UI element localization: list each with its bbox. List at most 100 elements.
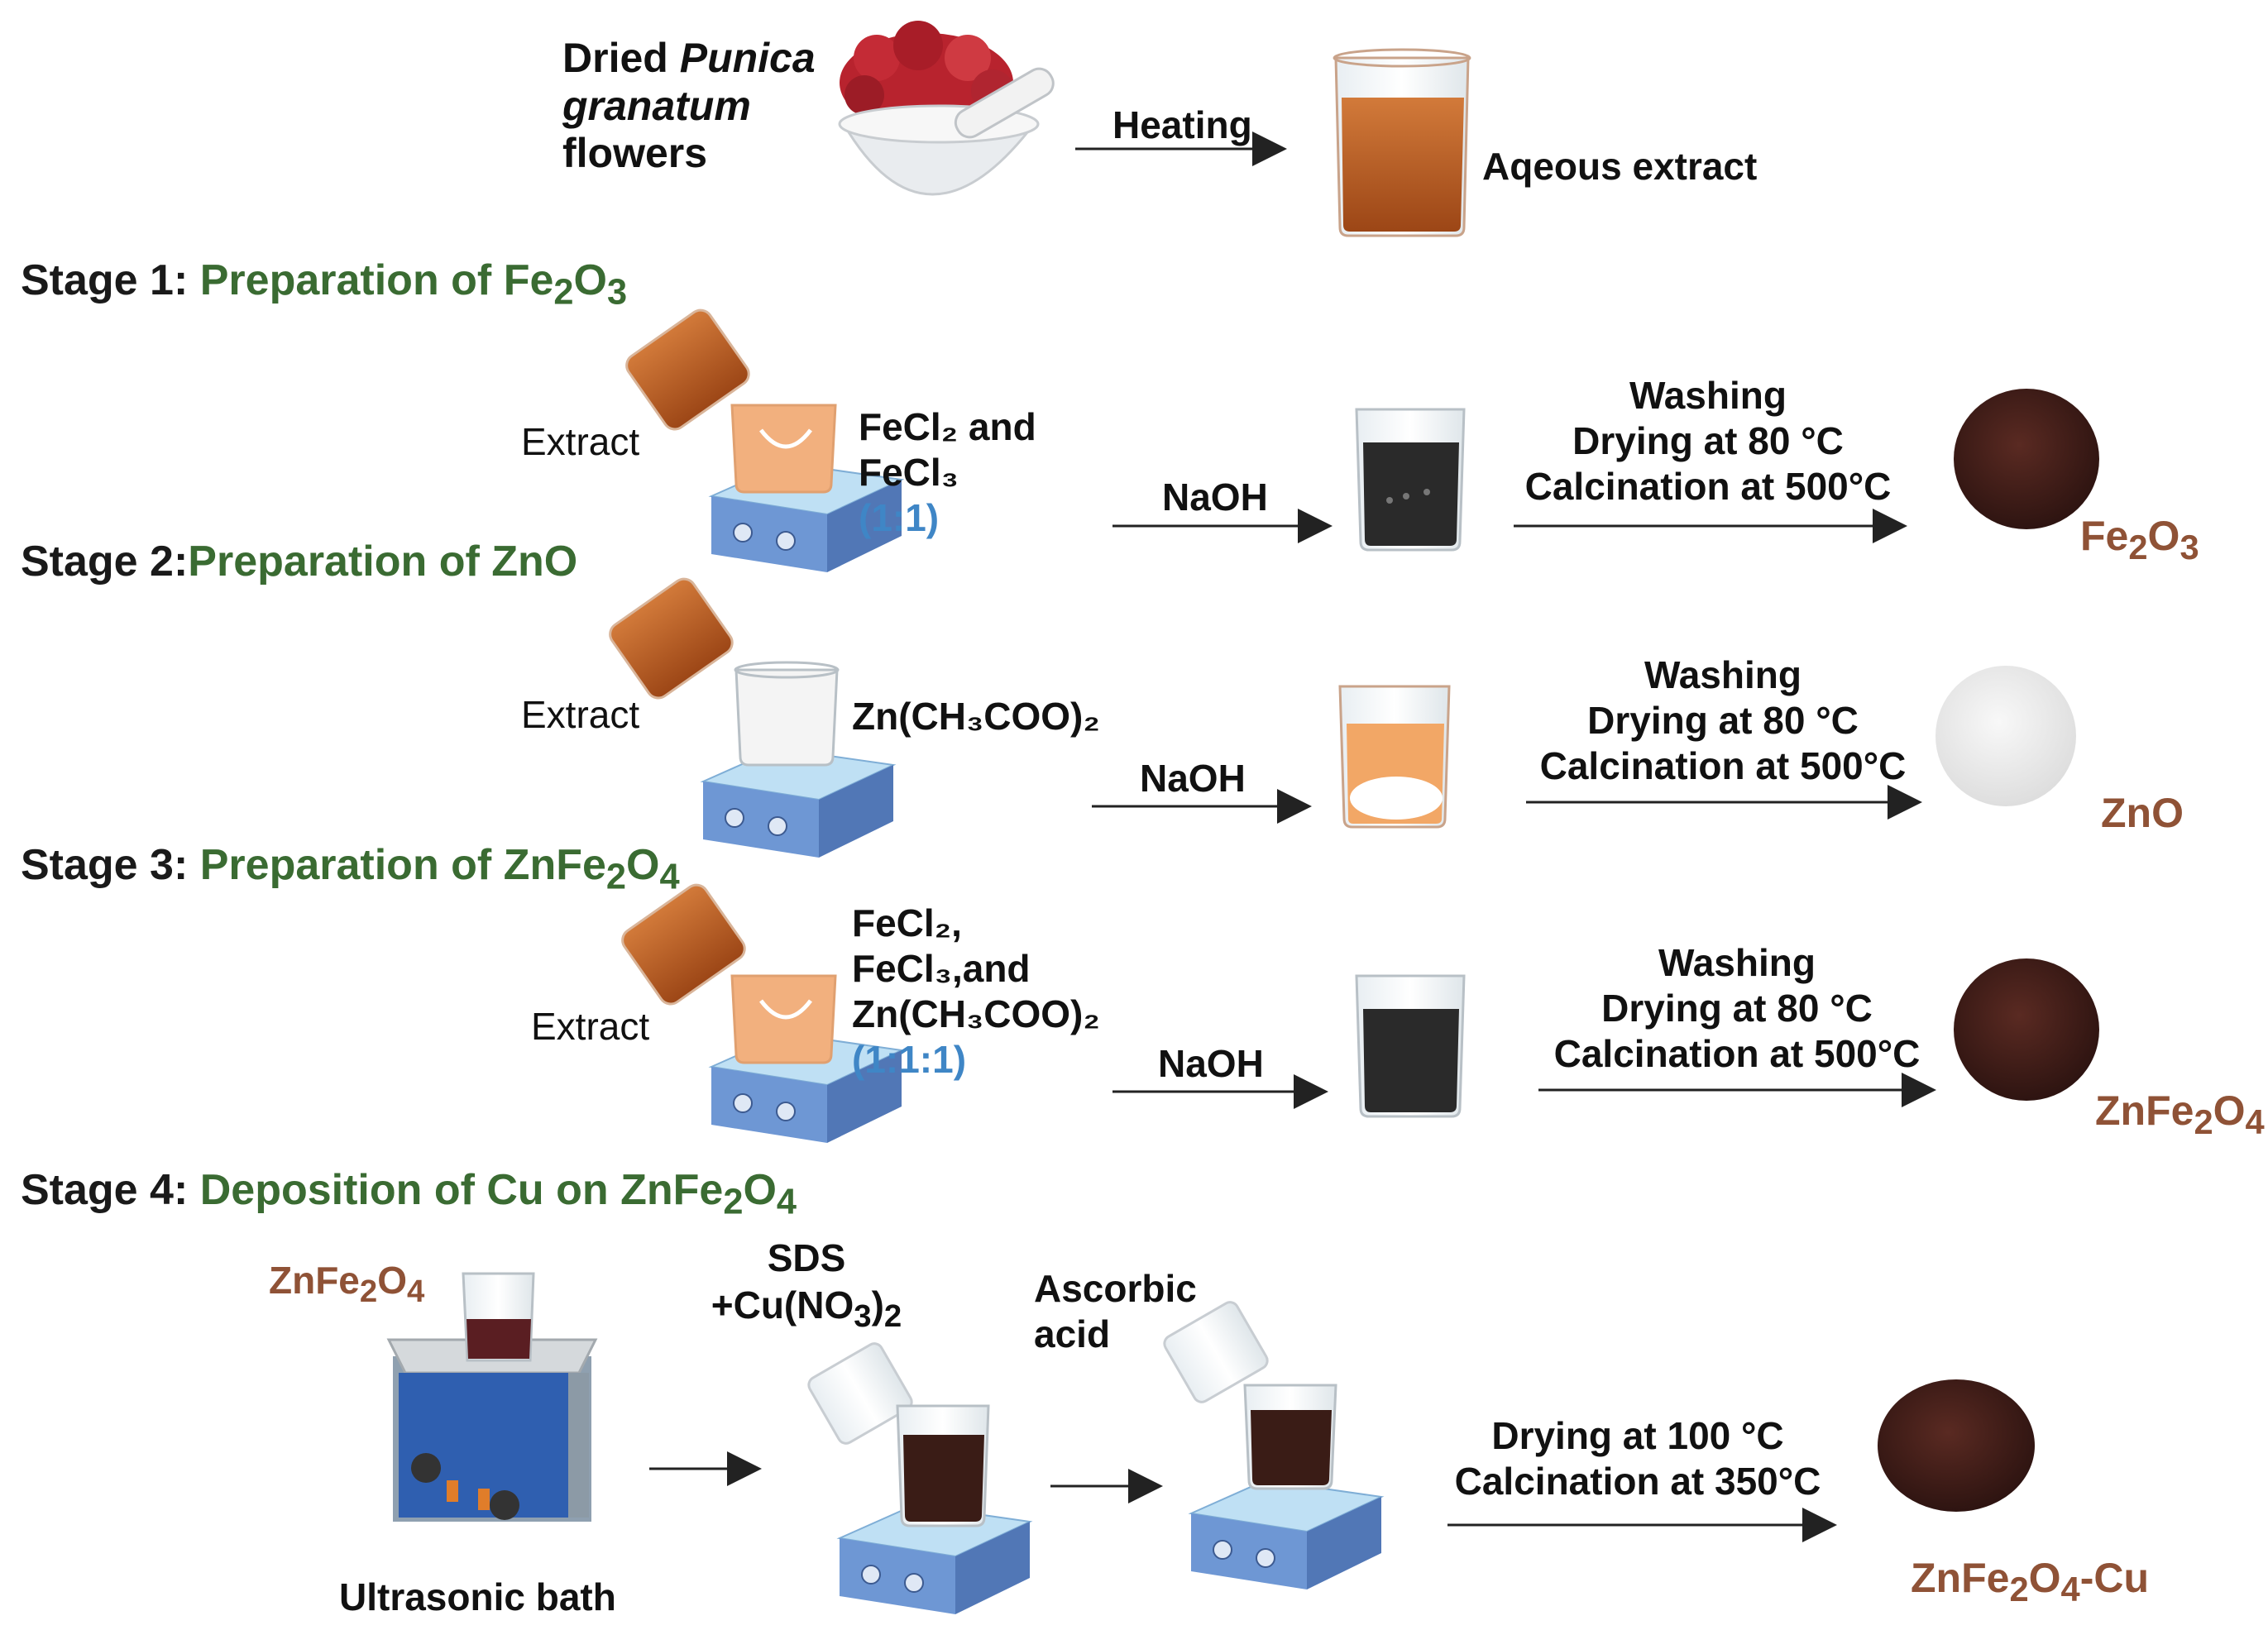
stage4-start-label: ZnFe2O4 bbox=[269, 1259, 424, 1310]
stage3-product-sub2: 4 bbox=[2245, 1102, 2265, 1141]
stage3-step-drying: Drying at 80 °C bbox=[1601, 987, 1873, 1030]
stage2-heading: Stage 2:Preparation of ZnO bbox=[21, 538, 577, 587]
stage3-znfe2o4-powder bbox=[1954, 958, 2099, 1101]
stage1-title-text: Preparation of bbox=[199, 256, 504, 304]
stage1-ratio: (1:1) bbox=[859, 496, 940, 539]
stage3-reagent-line1: FeCl₂, bbox=[852, 901, 962, 944]
stage1-product-sub1: 2 bbox=[2128, 528, 2148, 566]
stage4-title-text: Deposition of Cu on ZnFe bbox=[199, 1166, 724, 1214]
stage1-reagent-line1: FeCl₂ and bbox=[859, 405, 1036, 448]
stage1-extract-flask bbox=[625, 308, 750, 431]
stage2-reagent: Zn(CH₃COO)₂ bbox=[852, 695, 1100, 738]
mortar-with-flowers bbox=[838, 21, 1055, 196]
stage4-beaker2 bbox=[1243, 1384, 1337, 1490]
aqueous-extract-label: Aqeous extract bbox=[1482, 145, 1758, 188]
stage1-prefix: Stage 1: bbox=[21, 256, 200, 304]
stage1-product-sub2: 3 bbox=[2179, 528, 2199, 566]
stage4-product-znfe: ZnFe bbox=[1911, 1555, 2010, 1601]
heating-label: Heating bbox=[1112, 103, 1252, 146]
stage3-product-znfe: ZnFe bbox=[2095, 1087, 2194, 1134]
stage2-step-calcination: Calcination at 500°C bbox=[1539, 744, 1907, 787]
stage4-title-sub1: 2 bbox=[723, 1182, 744, 1222]
stage4-start-sub2: 4 bbox=[407, 1274, 425, 1310]
stage3-black-beaker bbox=[1355, 974, 1466, 1118]
stage1-title-o: O bbox=[573, 256, 607, 304]
stage1-product-fe: Fe bbox=[2080, 513, 2129, 559]
stage4-prefix: Stage 4: bbox=[21, 1166, 200, 1214]
stage4-reagent1-sub2: 2 bbox=[883, 1298, 902, 1335]
stage4-reagent2-line1: Ascorbic bbox=[1034, 1267, 1197, 1310]
stage3-extract-label: Extract bbox=[531, 1005, 650, 1048]
stage2-extract-label: Extract bbox=[521, 693, 640, 736]
stage3-title-o: O bbox=[626, 841, 660, 889]
stage4-heading: Stage 4: Deposition of Cu on ZnFe2O4 bbox=[21, 1166, 797, 1223]
stage4-start-o: O bbox=[377, 1259, 407, 1302]
stage1-reagent-line2: FeCl₃ bbox=[859, 451, 959, 494]
stage3-extract-flask bbox=[621, 883, 746, 1006]
stage4-reagent1-sub: 3 bbox=[854, 1298, 872, 1335]
stage4-reagent1-paren: ) bbox=[871, 1283, 884, 1326]
ultrasonic-bath bbox=[386, 1338, 598, 1522]
stage3-product-o: O bbox=[2213, 1087, 2246, 1134]
stage4-step-drying: Drying at 100 °C bbox=[1491, 1414, 1784, 1457]
stage4-reagent1-cuno: +Cu(NO bbox=[711, 1283, 854, 1326]
flowers-label: Dried Punica granatum flowers bbox=[562, 35, 816, 178]
stage2-extract-flask bbox=[609, 577, 734, 700]
stage3-beaker bbox=[730, 974, 837, 1064]
stage2-naoh-label: NaOH bbox=[1140, 757, 1246, 800]
stage4-product-sub1: 2 bbox=[2009, 1570, 2029, 1608]
stage3-product-sub1: 2 bbox=[2194, 1102, 2213, 1141]
stage3-title: Preparation of ZnFe2O4 bbox=[200, 841, 680, 896]
stage4-title-o: O bbox=[743, 1166, 777, 1214]
stage4-product-sub2: 4 bbox=[2060, 1570, 2080, 1608]
ascorbic-pour-beaker bbox=[1163, 1301, 1269, 1403]
flowers-label-word1: Dried bbox=[562, 35, 668, 81]
stage1-product-o: O bbox=[2147, 513, 2180, 559]
stage1-step-drying: Drying at 80 °C bbox=[1572, 419, 1844, 462]
stage3-title-sub2: 4 bbox=[659, 857, 680, 897]
stage1-title: Preparation of Fe2O3 bbox=[199, 256, 627, 312]
stage4-product-o: O bbox=[2028, 1555, 2061, 1601]
sds-pour-beaker bbox=[807, 1342, 913, 1445]
stage3-heading: Stage 3: Preparation of ZnFe2O4 bbox=[21, 841, 680, 898]
stage1-beaker bbox=[730, 404, 837, 494]
stage4-product-label: ZnFe2O4-Cu bbox=[1911, 1555, 2149, 1609]
flowers-label-word3: flowers bbox=[562, 130, 708, 176]
stage2-title: Preparation of ZnO bbox=[188, 538, 578, 586]
stage4-product-cu: -Cu bbox=[2079, 1555, 2149, 1601]
stage1-step-washing: Washing bbox=[1629, 374, 1787, 417]
stage1-naoh-label: NaOH bbox=[1162, 476, 1268, 519]
stage4-start-znfe: ZnFe bbox=[269, 1259, 360, 1302]
stage1-title-sub1: 2 bbox=[553, 272, 574, 313]
stage3-title-sub1: 2 bbox=[605, 857, 626, 897]
ultrasonic-bath-label: Ultrasonic bath bbox=[339, 1575, 616, 1618]
stage4-stirrer2 bbox=[1190, 1479, 1382, 1590]
stage3-prefix: Stage 3: bbox=[21, 841, 200, 889]
stage1-heading: Stage 1: Preparation of Fe2O3 bbox=[21, 256, 627, 313]
stage1-title-sub2: 3 bbox=[606, 272, 628, 313]
stage4-beaker1 bbox=[896, 1404, 990, 1527]
stage3-naoh-label: NaOH bbox=[1158, 1042, 1264, 1085]
stage2-zno-powder bbox=[1935, 666, 2076, 806]
stage4-title-sub2: 4 bbox=[776, 1182, 797, 1222]
stage4-reagent1-line1: SDS bbox=[767, 1236, 846, 1279]
ultrasonic-beaker bbox=[462, 1272, 535, 1362]
stage2-step-drying: Drying at 80 °C bbox=[1587, 699, 1859, 742]
stage4-title: Deposition of Cu on ZnFe2O4 bbox=[199, 1166, 797, 1221]
stage3-ratio: (1:1:1) bbox=[852, 1038, 967, 1081]
stage3-product-label: ZnFe2O4 bbox=[2095, 1087, 2265, 1142]
stage4-step-calcination: Calcination at 350°C bbox=[1454, 1460, 1821, 1503]
stage1-extract-label: Extract bbox=[521, 420, 640, 463]
stage2-step-washing: Washing bbox=[1644, 653, 1801, 696]
stage4-reagent2-line2: acid bbox=[1034, 1312, 1111, 1355]
stage1-black-beaker bbox=[1355, 408, 1466, 552]
stage4-reagent1-line2: +Cu(NO3)2 bbox=[703, 1283, 910, 1335]
stage1-title-fe: Fe bbox=[503, 256, 554, 304]
stage1-product-label: Fe2O3 bbox=[2080, 513, 2199, 567]
stage3-reagent-line3: Zn(CH₃COO)₂ bbox=[852, 992, 1100, 1035]
stage2-beaker bbox=[734, 661, 840, 767]
stage1-step-calcination: Calcination at 500°C bbox=[1524, 465, 1892, 508]
stage3-step-calcination: Calcination at 500°C bbox=[1553, 1032, 1921, 1075]
flowers-label-genus: Punica bbox=[679, 35, 816, 81]
